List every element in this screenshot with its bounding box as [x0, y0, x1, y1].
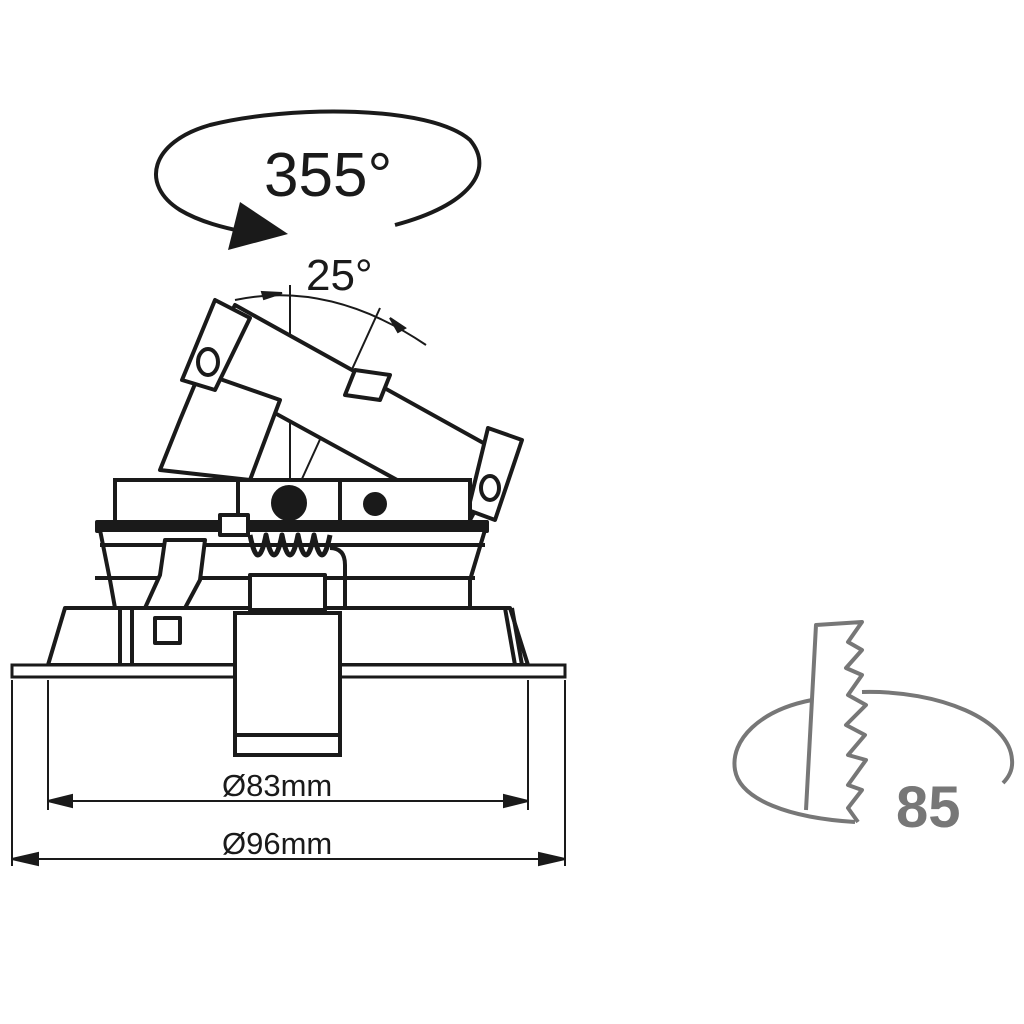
rotation-arrow-icon: [154, 109, 482, 250]
inner-diameter-label: Ø83mm: [222, 768, 332, 803]
cutout-label: 85: [896, 775, 961, 840]
yoke-bracket: [113, 478, 472, 527]
outer-diameter-label: Ø96mm: [222, 826, 332, 861]
tilt-label: 25°: [306, 251, 373, 300]
dimension-lines: [11, 680, 566, 867]
cutout-saw-icon: [732, 620, 1015, 824]
rotation-label: 355°: [264, 141, 392, 210]
driver-box: [233, 611, 342, 757]
